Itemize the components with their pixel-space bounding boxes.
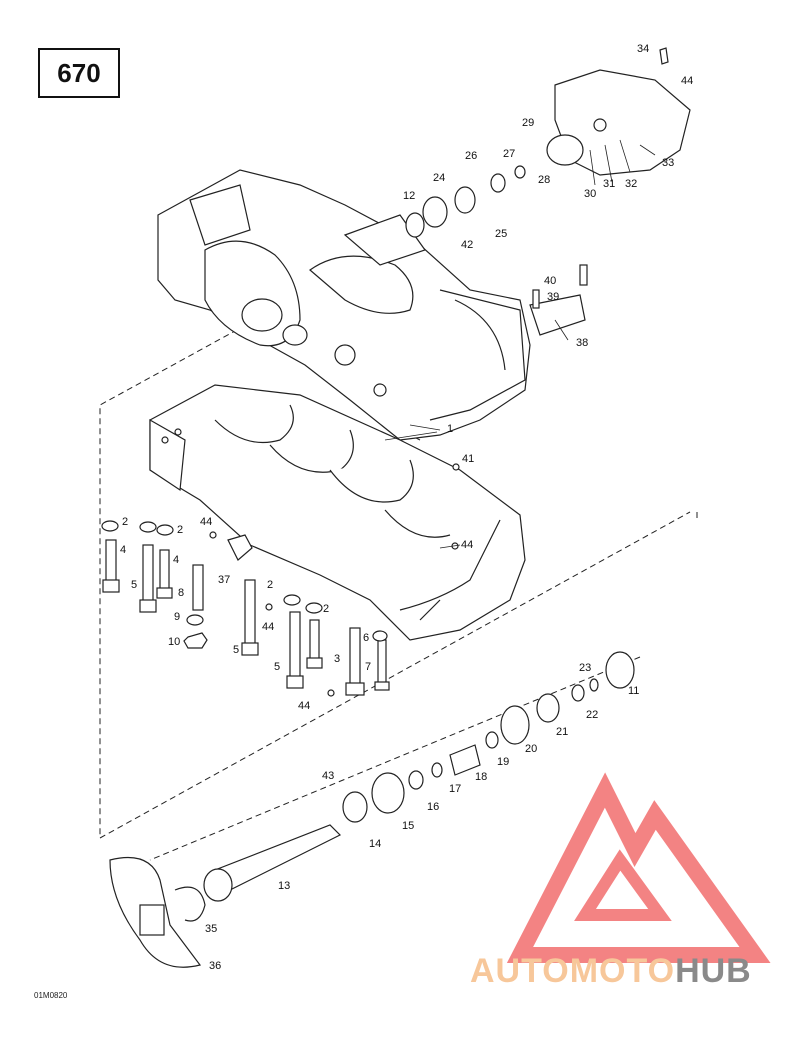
callout: 38: [576, 337, 588, 349]
callout: 25: [495, 228, 507, 240]
callout: 24: [433, 172, 445, 184]
callout: 44: [200, 516, 212, 528]
callout: 29: [522, 117, 534, 129]
callout: 23: [579, 662, 591, 674]
callout: 31: [603, 178, 615, 190]
callout: 40: [544, 275, 556, 287]
callout: 6: [363, 632, 369, 644]
upper-crankcase: [157, 169, 531, 441]
callout: 15: [402, 820, 414, 832]
callout: 11: [628, 685, 639, 697]
callout: 4: [120, 544, 126, 556]
callout: 8: [178, 587, 184, 599]
callout: 44: [681, 75, 693, 87]
callout: 39: [547, 291, 559, 303]
callout: 5: [233, 644, 239, 656]
callout: 10: [168, 636, 180, 648]
callout: 32: [625, 178, 637, 190]
callout: 43: [322, 770, 334, 782]
callout: 13: [278, 880, 290, 892]
callout: 4: [173, 554, 179, 566]
callout: 14: [369, 838, 381, 850]
callout-labels: 1 2 2 2 2 3 4 4 5 5 5 6 7 8 9 10 11 12 1…: [120, 43, 693, 972]
cover-and-seals: [405, 47, 691, 336]
reference-number: 670: [57, 57, 101, 88]
callout: 42: [461, 239, 473, 251]
callout: 16: [427, 801, 439, 813]
watermark-text-part2: HUB: [675, 952, 752, 990]
callout: 28: [538, 174, 550, 186]
callout: 36: [209, 960, 221, 972]
callout: 22: [586, 709, 598, 721]
callout: 17: [449, 783, 461, 795]
callout: 33: [662, 157, 674, 169]
callout: 5: [274, 661, 280, 673]
callout: 7: [365, 661, 371, 673]
watermark-logo: [506, 772, 771, 963]
callout: 44: [298, 700, 310, 712]
callout: 44: [461, 539, 473, 551]
callout: 3: [334, 653, 340, 665]
drawing-code: 01M0820: [34, 991, 68, 1000]
callout: 19: [497, 756, 509, 768]
washers: [101, 463, 460, 697]
reference-number-box: 670: [38, 48, 120, 98]
callout: 20: [525, 743, 537, 755]
bolts-left: [102, 534, 390, 696]
lower-crankcase: [149, 384, 526, 641]
callout: 2: [323, 603, 329, 615]
callout: 1: [447, 423, 453, 435]
callout: 35: [205, 923, 217, 935]
callout: 34: [637, 43, 649, 55]
callout: 5: [131, 579, 137, 591]
callout: 44: [262, 621, 274, 633]
callout: 9: [174, 611, 180, 623]
callout: 18: [475, 771, 487, 783]
callout: 12: [403, 190, 415, 202]
shaft-parts: [109, 651, 635, 968]
callout: 30: [584, 188, 596, 200]
watermark-text: AUTOMOTOHUB: [470, 952, 752, 991]
callout: 2: [267, 579, 273, 591]
watermark-text-part1: AUTOMOTO: [470, 952, 676, 990]
callout: 2: [122, 516, 128, 528]
callout: 2: [177, 524, 183, 536]
callout: 21: [556, 726, 568, 738]
callout: 41: [462, 453, 474, 465]
callout: 37: [218, 574, 230, 586]
callout: 26: [465, 150, 477, 162]
callout: 27: [503, 148, 515, 160]
leader-lines: [384, 139, 656, 549]
